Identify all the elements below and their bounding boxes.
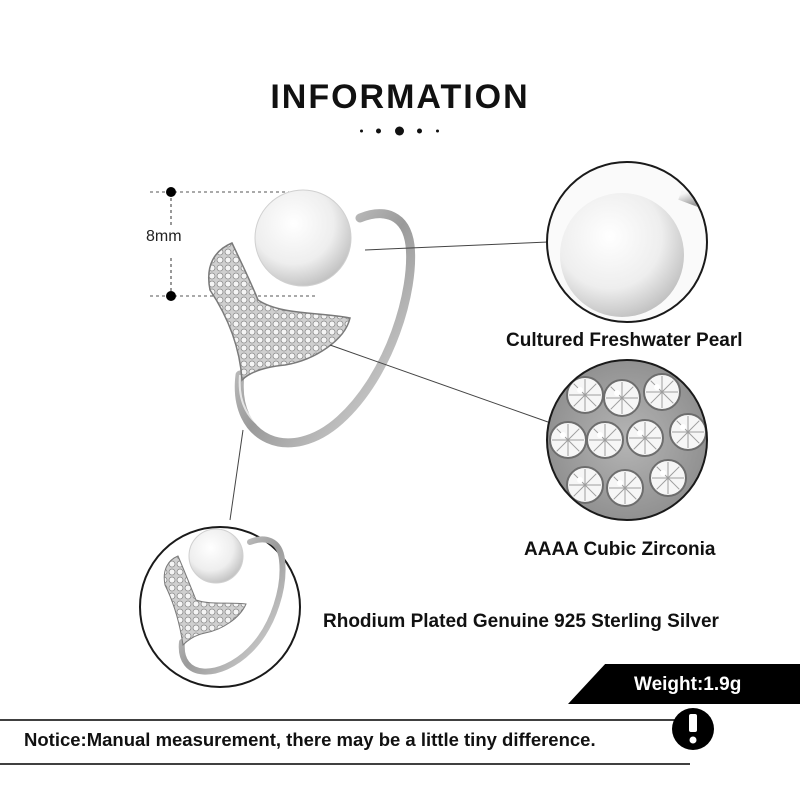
silver-feature-label: Rhodium Plated Genuine 925 Sterling Silv…: [323, 611, 719, 632]
notice-text: Notice:Manual measurement, there may be …: [24, 729, 596, 750]
main-ring-image: [208, 189, 416, 448]
pearl-zoom-circle: [546, 161, 708, 323]
weight-banner: [568, 664, 800, 704]
notice-bar-frame: [0, 719, 690, 765]
zirconia-zoom-circle: [546, 359, 708, 521]
title-divider-dots: [360, 126, 440, 136]
dimension-guide: [150, 187, 315, 301]
pointer-lines: [229, 241, 549, 521]
ring-overview-circle: [139, 526, 301, 688]
pearl-feature-label: Cultured Freshwater Pearl: [506, 330, 743, 351]
size-label: 8mm: [146, 228, 182, 245]
weight-label: Weight:1.9g: [634, 674, 742, 695]
zirconia-feature-label: AAAA Cubic Zirconia: [524, 539, 716, 560]
page-title: INFORMATION: [270, 78, 530, 116]
exclamation-icon: [672, 708, 714, 750]
